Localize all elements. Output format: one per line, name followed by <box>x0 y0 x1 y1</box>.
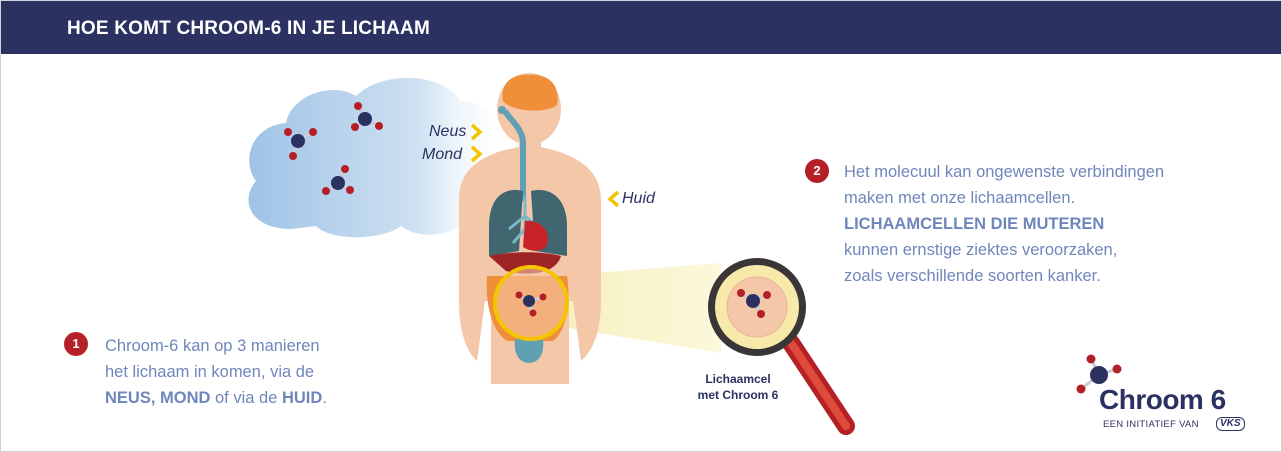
molecule-icon <box>284 128 317 160</box>
molecule-icon <box>351 102 383 131</box>
label-neus: Neus <box>429 123 467 140</box>
step-2-badge: 2 <box>805 159 829 183</box>
logo-partner: VKS <box>1216 417 1245 431</box>
logo-molecule-icon <box>1076 354 1122 394</box>
label-mond: Mond <box>422 146 463 163</box>
chevron-left-icon <box>607 190 620 208</box>
label-huid: Huid <box>622 190 655 207</box>
logo-name: Chroom 6 <box>1099 384 1226 415</box>
human-body <box>459 73 601 384</box>
chevron-right-icon <box>470 123 483 141</box>
molecule-icon <box>737 289 771 318</box>
chevron-right-icon <box>470 145 483 163</box>
step-2-text: Het molecuul kan ongewenste verbindingen… <box>844 163 1165 285</box>
header-bar: HOE KOMT CHROOM-6 IN JE LICHAAM <box>1 1 1281 54</box>
molecule-icon <box>322 165 354 195</box>
logo-tagline: EEN INITIATIEF VAN <box>1103 419 1199 430</box>
step-1-badge: 1 <box>64 332 88 356</box>
magnifier-caption: Lichaamcel met Chroom 6 <box>697 372 779 402</box>
page-title: HOE KOMT CHROOM-6 IN JE LICHAAM <box>67 18 430 39</box>
air-cloud <box>248 77 513 238</box>
molecule-icon <box>515 291 547 317</box>
step-1-text: Chroom-6 kan op 3 manieren het lichaam i… <box>105 337 327 407</box>
